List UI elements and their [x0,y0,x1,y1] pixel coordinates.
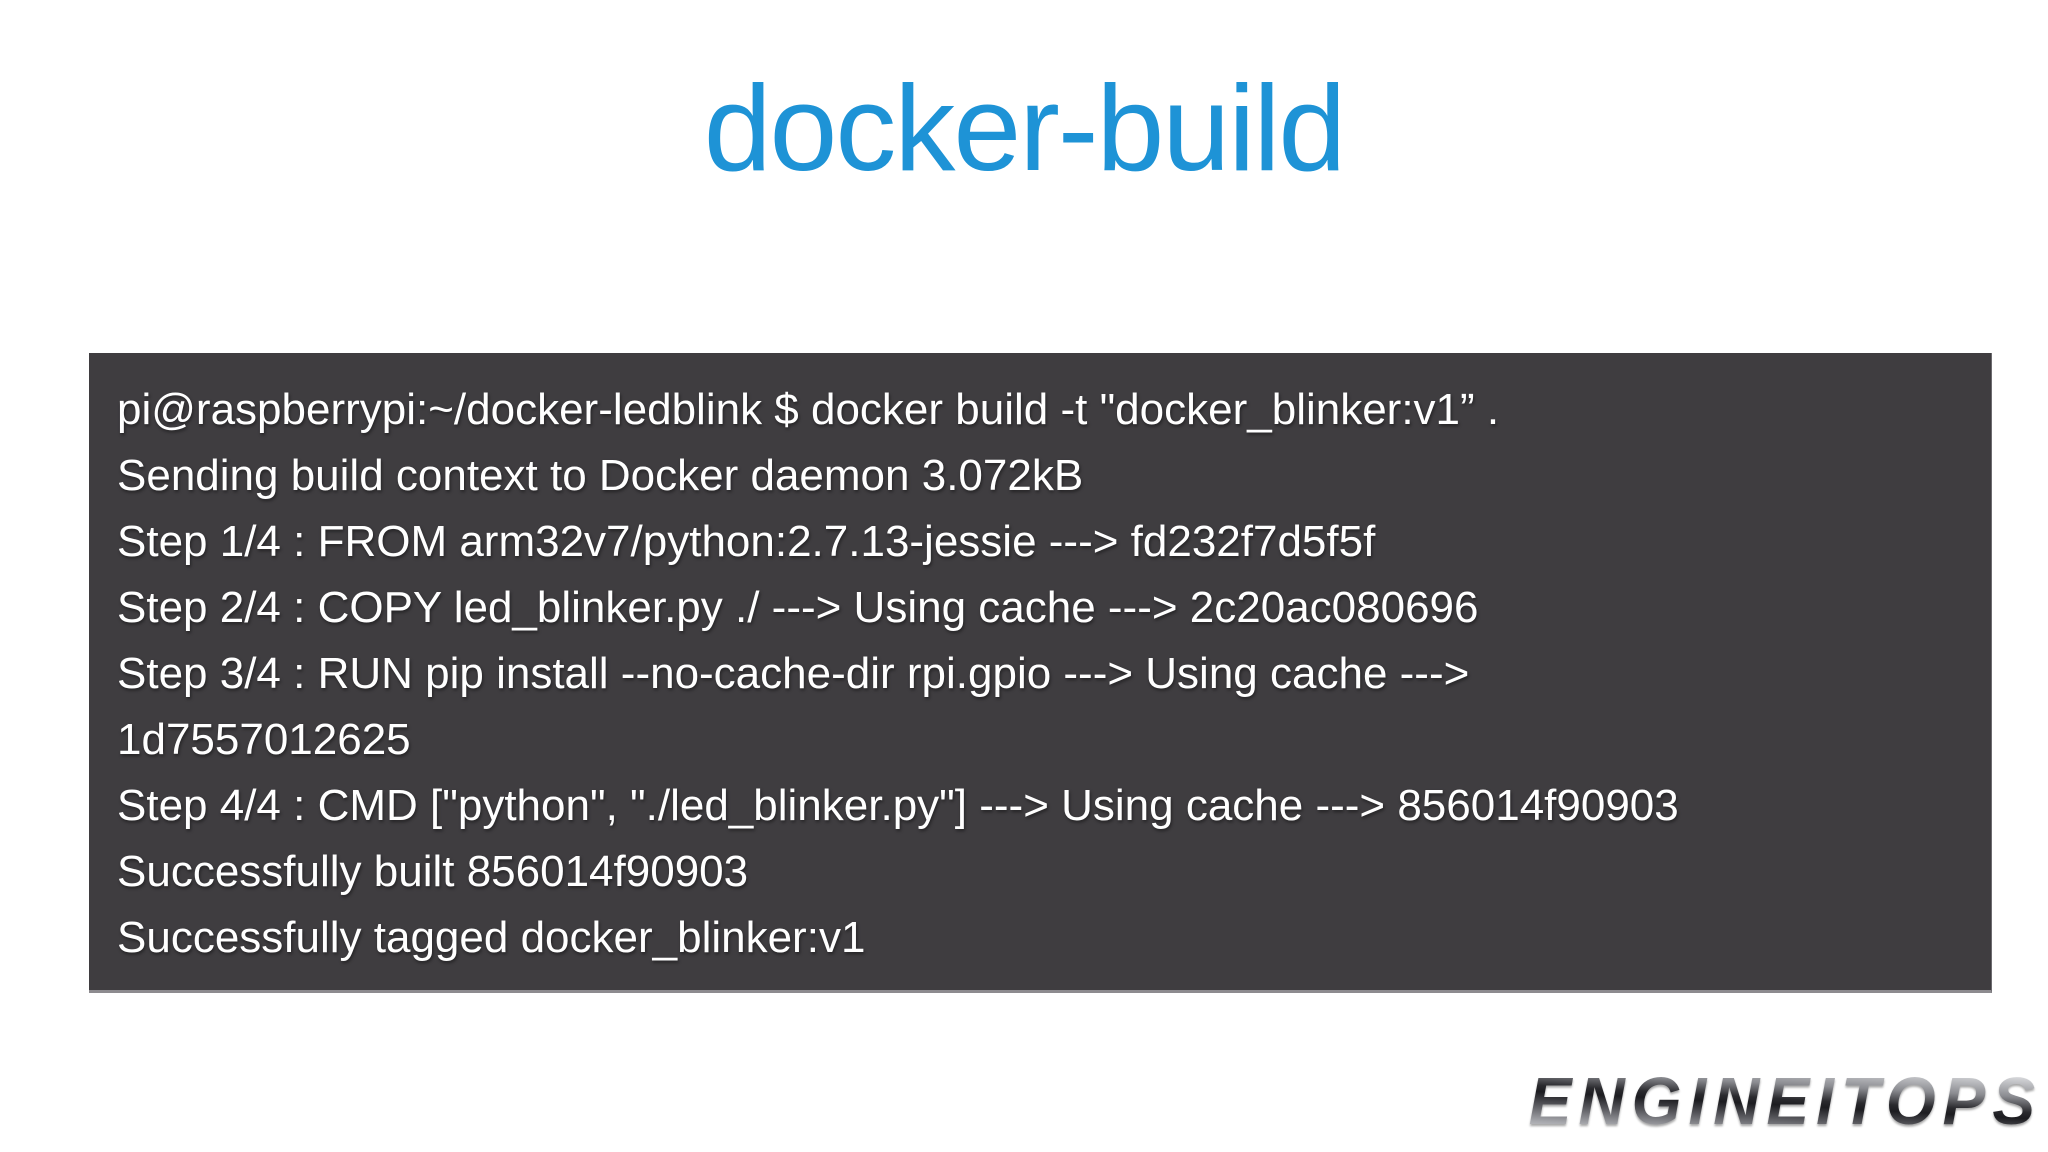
terminal-line: pi@raspberrypi:~/docker-ledblink $ docke… [117,385,1500,434]
terminal-line: Step 2/4 : COPY led_blinker.py ./ ---> U… [117,583,1479,632]
terminal-line: 1d7557012625 [117,715,411,764]
terminal-line: Sending build context to Docker daemon 3… [117,451,1084,500]
terminal-output-box: pi@raspberrypi:~/docker-ledblink $ docke… [89,353,1992,993]
page-title: docker-build [703,60,1347,196]
engineitops-logo: ENGINEITOPS [1528,1063,2042,1139]
terminal-line: Successfully built 856014f90903 [117,847,749,896]
terminal-line: Step 3/4 : RUN pip install --no-cache-di… [117,649,1470,698]
terminal-line: Successfully tagged docker_blinker:v1 [117,913,866,962]
terminal-line: Step 4/4 : CMD ["python", "./led_blinker… [117,781,1679,830]
terminal-line: Step 1/4 : FROM arm32v7/python:2.7.13-je… [117,517,1376,566]
